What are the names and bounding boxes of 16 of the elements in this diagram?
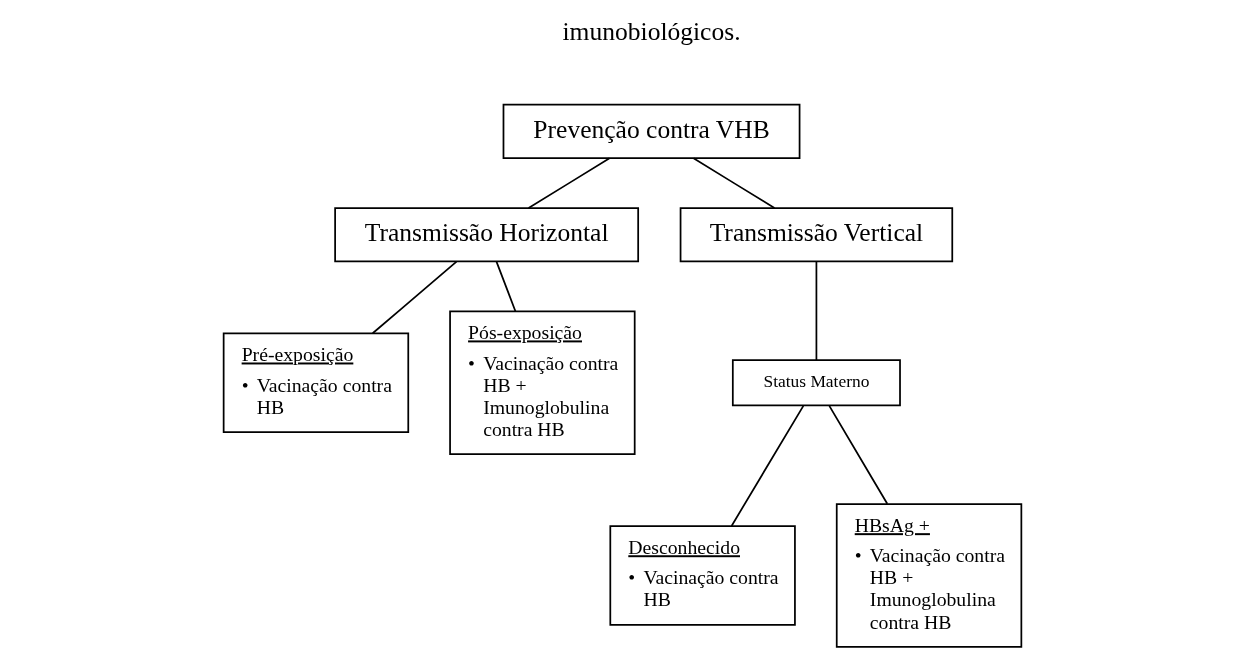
label: imunobiológicos.: [562, 17, 741, 47]
connector: [527, 157, 611, 209]
node-box: Pós-exposição • Vacinação contra HB + Imunoglobulina contra HB: [449, 310, 636, 456]
node-box: Desconhecido • Vacinação contra HB: [609, 525, 796, 626]
connector: [692, 157, 776, 209]
connector: [495, 260, 517, 313]
connector: [815, 260, 818, 361]
node-box: Pré-exposição • Vacinação contra HB: [222, 332, 410, 434]
connector: [371, 260, 458, 335]
node-box: Status Materno: [731, 359, 901, 407]
node-box: Transmissão Horizontal: [334, 207, 640, 263]
node-box: Prevenção contra VHB: [502, 103, 801, 159]
connector: [730, 404, 805, 527]
connector: [828, 404, 889, 505]
node-box: HBsAg + • Vacinação contra HB + Imunoglobulina contra HB: [835, 503, 1023, 648]
node-box: Transmissão Vertical: [679, 207, 954, 263]
